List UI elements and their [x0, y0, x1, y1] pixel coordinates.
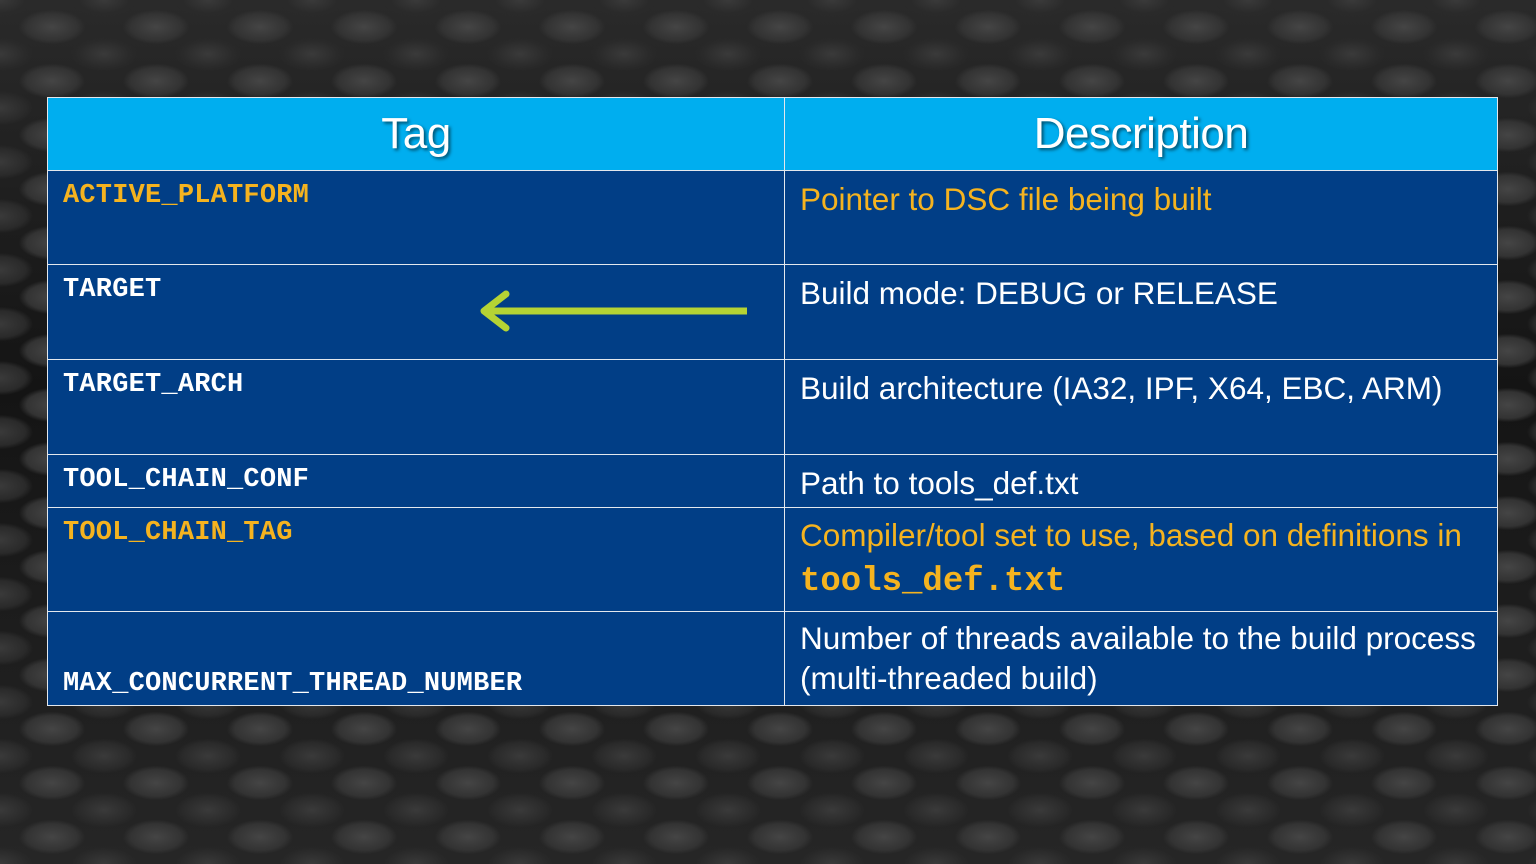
code-filename: tools_def.txt — [800, 563, 1066, 601]
header-row: Tag Description — [47, 97, 1498, 171]
tag-cell: TOOL_CHAIN_CONF — [47, 454, 785, 508]
description-cell: Number of threads available to the build… — [784, 611, 1498, 706]
table-row: TOOL_CHAIN_TAG Compiler/tool set to use,… — [47, 507, 1498, 612]
table-row: TARGET_ARCH Build architecture (IA32, IP… — [47, 359, 1498, 455]
table-row: TARGET Build mode: DEBUG or RELEASE — [47, 264, 1498, 360]
left-arrow-icon — [480, 290, 747, 332]
tag-cell: TARGET_ARCH — [47, 359, 785, 455]
tag-cell: TOOL_CHAIN_TAG — [47, 507, 785, 612]
description-cell: Build architecture (IA32, IPF, X64, EBC,… — [784, 359, 1498, 455]
header-tag: Tag — [47, 97, 785, 171]
description-cell: Compiler/tool set to use, based on defin… — [784, 507, 1498, 612]
tag-description-table: Tag Description ACTIVE_PLATFORM Pointer … — [47, 97, 1498, 706]
table-row: ACTIVE_PLATFORM Pointer to DSC file bein… — [47, 170, 1498, 265]
table-row: MAX_CONCURRENT_THREAD_NUMBER Number of t… — [47, 611, 1498, 706]
description-text: Compiler/tool set to use, based on defin… — [800, 517, 1462, 553]
description-cell: Build mode: DEBUG or RELEASE — [784, 264, 1498, 360]
description-cell: Path to tools_def.txt — [784, 454, 1498, 508]
table-row: TOOL_CHAIN_CONF Path to tools_def.txt — [47, 454, 1498, 508]
tag-cell: ACTIVE_PLATFORM — [47, 170, 785, 265]
header-description: Description — [784, 97, 1498, 171]
tag-text: TARGET — [63, 275, 162, 305]
description-cell: Pointer to DSC file being built — [784, 170, 1498, 265]
tag-cell: TARGET — [47, 264, 785, 360]
tag-cell: MAX_CONCURRENT_THREAD_NUMBER — [47, 611, 785, 706]
